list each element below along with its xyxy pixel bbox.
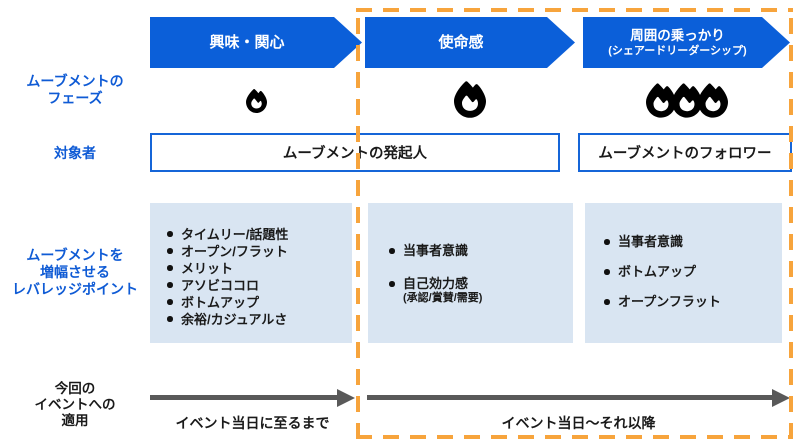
flame-level-2 [365,81,575,118]
target-box-follower-label: ムーブメントのフォロワー [598,146,772,162]
phase-arrow-interest-label: 興味・関心 [209,33,285,51]
list-item-text: 自己効力感 [403,276,469,291]
timeline-label-before-event: イベント当日に至るまで [175,415,330,431]
phase-arrow-shared-leadership: 周囲の乗っかり (シェアードリーダーシップ) [583,17,790,68]
row-label-application-line1: 今回の [54,381,96,396]
phase-arrow-shared-leadership-sublabel: (シェアードリーダーシップ) [608,45,747,57]
leverage-list: タイムリー/話題性 オープン/フラット メリット アソビココロ ボトムアップ 余… [150,203,352,328]
flame-level-1 [150,89,362,113]
leverage-panel-follower: 当事者意識 ボトムアップ オープンフラット [585,203,782,343]
timeline-arrow-before-event [150,395,337,400]
flame-level-3 [583,83,790,118]
row-label-application-line3: 適用 [61,413,89,428]
list-item: アソビココロ [164,277,352,294]
list-item: 当事者意識 [601,234,782,250]
row-label-target-text: 対象者 [54,145,96,161]
list-item: メリット [164,260,352,277]
row-label-leverage: ムーブメントを 増幅させる レバレッジポイント [0,247,150,298]
target-box-follower: ムーブメントのフォロワー [578,133,792,172]
row-label-leverage-line1: ムーブメントを [26,247,124,263]
flame-icon [697,83,728,118]
list-item: 当事者意識 [386,243,573,259]
flame-icon [245,89,267,113]
leverage-list: 当事者意識 自己効力感 (承認/賞賛/需要) [368,203,573,305]
flame-icon [454,81,486,118]
row-label-phase-line2: フェーズ [47,90,103,106]
row-label-leverage-line2: 増幅させる [40,264,110,280]
list-item: オープンフラット [601,294,782,310]
target-box-initiator-label: ムーブメントの発起人 [282,146,428,162]
list-item-note: (承認/賞賛/需要) [403,292,483,304]
phase-arrow-mission-label: 使命感 [438,33,484,51]
row-label-application-line2: イベントへの [34,397,116,412]
list-item: 自己効力感 (承認/賞賛/需要) [386,276,573,305]
list-item: オープン/フラット [164,243,352,260]
timeline-arrow-event-onward [367,395,772,400]
list-item: 余裕/カジュアルさ [164,311,352,328]
target-box-initiator: ムーブメントの発起人 [150,133,560,172]
phase-arrow-shared-leadership-label: 周囲の乗っかり [630,28,725,43]
list-item: ボトムアップ [601,264,782,280]
timeline-label-event-onward: イベント当日〜それ以降 [501,415,656,431]
leverage-panel-mission: 当事者意識 自己効力感 (承認/賞賛/需要) [368,203,573,343]
leverage-panel-interest: タイムリー/話題性 オープン/フラット メリット アソビココロ ボトムアップ 余… [150,203,352,343]
list-item: タイムリー/話題性 [164,226,352,243]
list-item: ボトムアップ [164,294,352,311]
row-label-leverage-line3: レバレッジポイント [12,281,138,297]
row-label-phase: ムーブメントの フェーズ [0,73,150,107]
row-label-application: 今回の イベントへの 適用 [0,381,150,429]
phase-arrow-mission: 使命感 [365,17,575,68]
row-label-phase-line1: ムーブメントの [26,73,124,89]
row-label-target: 対象者 [0,145,150,162]
leverage-list: 当事者意識 ボトムアップ オープンフラット [585,203,782,310]
phase-arrow-interest: 興味・関心 [150,17,362,68]
